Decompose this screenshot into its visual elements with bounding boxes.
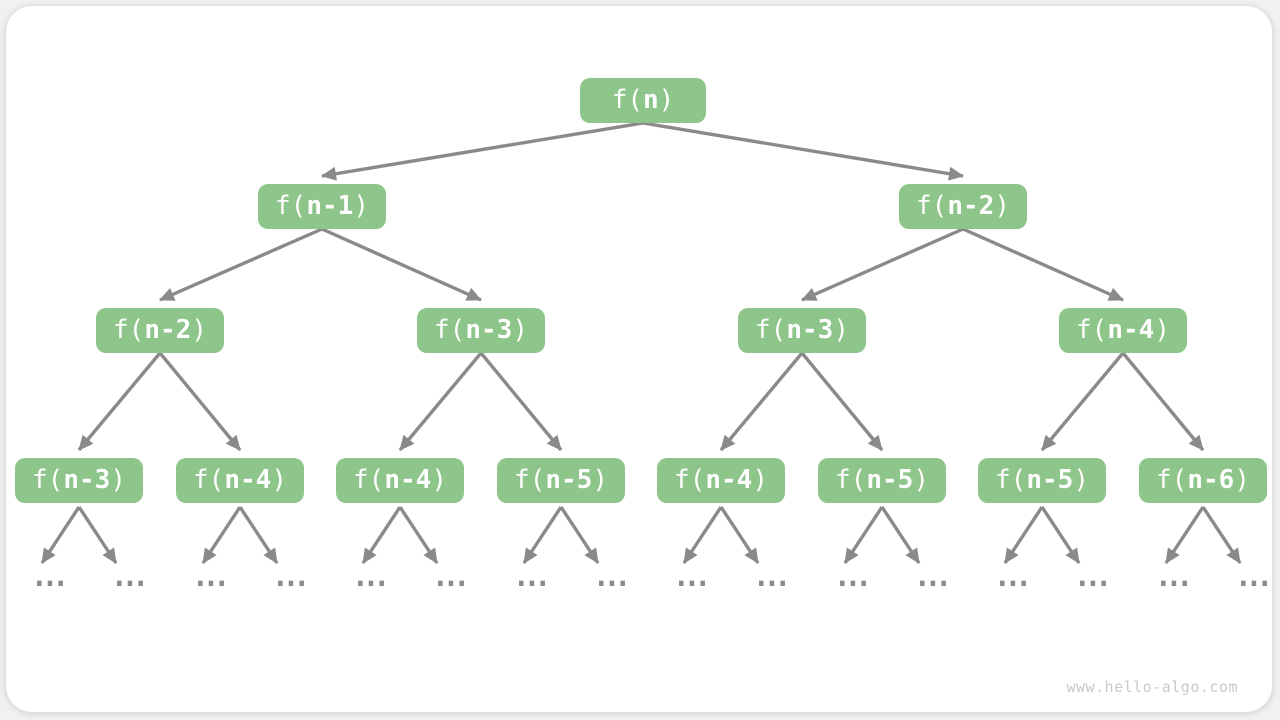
node-label-argument: n-3 [786, 315, 834, 345]
node-label-argument: n-4 [705, 465, 753, 495]
ellipsis-label: ... [510, 554, 553, 595]
node-label-prefix: f( [835, 465, 867, 495]
ellipsis-label: ... [1152, 554, 1195, 595]
ellipsis-label: ... [911, 554, 954, 595]
ellipsis-label: ... [831, 554, 874, 595]
node-label-prefix: f( [1076, 315, 1108, 345]
tree-node: f(n-2) [96, 308, 224, 353]
tree-node: f(n-5) [497, 458, 625, 503]
tree-node: f(n-5) [818, 458, 946, 503]
node-label-suffix: ) [658, 85, 675, 115]
node-label-prefix: f( [353, 465, 385, 495]
node-label-argument: n-5 [1026, 465, 1074, 495]
node-label-argument: n-3 [63, 465, 111, 495]
ellipsis-label: ... [349, 554, 392, 595]
node-label-prefix: f( [434, 315, 466, 345]
tree-node: f(n-5) [978, 458, 1106, 503]
ellipsis-label: ... [269, 554, 312, 595]
tree-node: f(n-4) [176, 458, 304, 503]
node-label-suffix: ) [1073, 465, 1089, 495]
node-label-argument: n-2 [947, 191, 995, 221]
ellipsis-label: ... [590, 554, 633, 595]
node-label-prefix: f( [113, 315, 145, 345]
watermark: www.hello-algo.com [1066, 678, 1238, 696]
tree-node: f(n-4) [336, 458, 464, 503]
node-label-argument: n-6 [1187, 465, 1235, 495]
node-label-prefix: f( [275, 191, 307, 221]
tree-node: f(n-4) [657, 458, 785, 503]
ellipsis-label: ... [28, 554, 71, 595]
node-label-prefix: f( [611, 85, 643, 115]
node-label-suffix: ) [752, 465, 768, 495]
node-label-prefix: f( [193, 465, 225, 495]
tree-node: f(n-6) [1139, 458, 1267, 503]
node-label-prefix: f( [995, 465, 1027, 495]
node-label-argument: n-4 [384, 465, 432, 495]
node-label-prefix: f( [674, 465, 706, 495]
node-label-argument: n-3 [465, 315, 513, 345]
node-label-suffix: ) [271, 465, 287, 495]
node-label-prefix: f( [32, 465, 64, 495]
node-label-argument: n [643, 85, 659, 115]
node-label-suffix: ) [353, 191, 369, 221]
node-label-suffix: ) [592, 465, 608, 495]
ellipsis-label: ... [1232, 554, 1275, 595]
tree-node: f(n-4) [1059, 308, 1187, 353]
tree-node: f(n-3) [417, 308, 545, 353]
ellipsis-label: ... [189, 554, 232, 595]
node-label-argument: n-4 [224, 465, 272, 495]
node-label-argument: n-5 [545, 465, 593, 495]
node-label-suffix: ) [1234, 465, 1250, 495]
node-label-argument: n-4 [1107, 315, 1155, 345]
node-label-suffix: ) [110, 465, 126, 495]
node-label-suffix: ) [994, 191, 1010, 221]
ellipsis-label: ... [750, 554, 793, 595]
ellipsis-label: ... [429, 554, 472, 595]
node-label-prefix: f( [916, 191, 948, 221]
ellipsis-label: ... [1071, 554, 1114, 595]
node-label-argument: n-2 [144, 315, 192, 345]
tree-node: f(n) [580, 78, 706, 123]
node-label-argument: n-1 [306, 191, 354, 221]
node-label-suffix: ) [833, 315, 849, 345]
tree-node: f(n-3) [738, 308, 866, 353]
tree-node: f(n-3) [15, 458, 143, 503]
tree-node: f(n-2) [899, 184, 1027, 229]
node-label-suffix: ) [913, 465, 929, 495]
node-label-prefix: f( [755, 315, 787, 345]
node-label-suffix: ) [1154, 315, 1170, 345]
node-label-suffix: ) [431, 465, 447, 495]
tree-node: f(n-1) [258, 184, 386, 229]
node-label-prefix: f( [514, 465, 546, 495]
ellipsis-label: ... [670, 554, 713, 595]
node-label-suffix: ) [512, 315, 528, 345]
ellipsis-label: ... [991, 554, 1034, 595]
ellipsis-label: ... [108, 554, 151, 595]
node-label-argument: n-5 [866, 465, 914, 495]
node-label-prefix: f( [1156, 465, 1188, 495]
node-label-suffix: ) [191, 315, 207, 345]
